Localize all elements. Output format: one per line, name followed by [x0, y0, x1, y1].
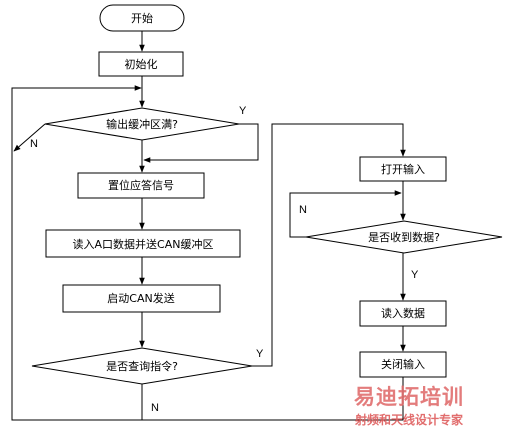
edge-query-yes	[252, 123, 406, 367]
edge-received-no	[289, 190, 402, 238]
edge-query-no-loop	[11, 85, 143, 421]
read-data-label: 读入数据	[381, 306, 425, 320]
edge-full-yes	[143, 123, 259, 163]
buffer-full-label: 输出缓冲区满?	[106, 117, 178, 131]
received-yes-label: Y	[411, 269, 419, 281]
is-query-no-label: N	[151, 402, 159, 414]
received-label: 是否收到数据?	[368, 230, 440, 244]
watermark-sub: 射频和天线设计专家	[354, 412, 464, 427]
init-label: 初始化	[125, 57, 158, 71]
received-no-label: N	[299, 204, 307, 216]
read-port-label: 读入A口数据并送CAN缓冲区	[73, 237, 214, 251]
start-can-label: 启动CAN发送	[107, 291, 174, 305]
init-box	[98, 51, 184, 77]
set-ack-box	[77, 172, 205, 199]
edge-close-loop	[142, 377, 404, 421]
buffer-full-no-label: N	[30, 138, 38, 150]
close-input-label: 关闭输入	[381, 357, 425, 371]
open-input-label: 打开输入	[381, 162, 425, 176]
is-query-label: 是否查询指令?	[106, 359, 178, 373]
set-ack-label: 置位应答信号	[108, 178, 174, 192]
buffer-full-yes-label: Y	[239, 105, 247, 117]
read-port-box	[45, 229, 241, 258]
watermark-main: 易迪拓培训	[354, 385, 464, 409]
is-query-yes-label: Y	[256, 348, 264, 360]
received-decision	[305, 220, 503, 254]
edge-full-no	[13, 123, 46, 152]
start-label: 开始	[131, 11, 153, 25]
